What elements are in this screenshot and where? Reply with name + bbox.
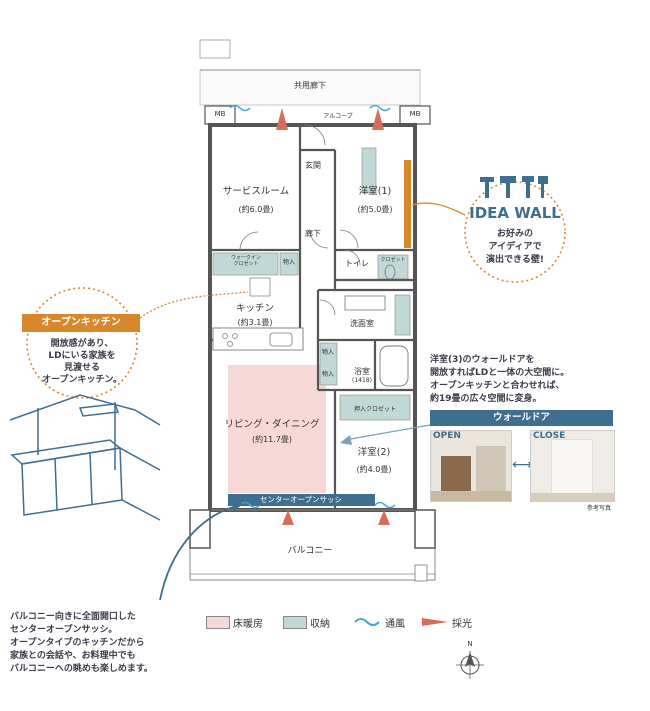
balcony-label: バルコニー xyxy=(287,546,333,556)
balcony-note-line-3: オープンタイプのキッチンだから xyxy=(10,638,145,648)
walldoor-close-label: CLOSE xyxy=(533,431,566,441)
walldoor-note-line-3: オープンキッチンと合わせれば、 xyxy=(430,381,565,391)
service-room-size: (約6.0畳) xyxy=(238,205,274,214)
oshiire-area xyxy=(339,394,411,421)
storage-area-2 xyxy=(319,342,338,386)
corridor-area xyxy=(199,69,421,106)
open-kitchen-line-4: オープンキッチン。 xyxy=(42,375,122,385)
bathtub xyxy=(379,345,409,387)
ventilation-icon xyxy=(229,104,396,509)
compass-icon xyxy=(456,651,484,679)
legend-light-icon xyxy=(422,618,448,626)
daylight-icon xyxy=(276,108,390,525)
open-kitchen-line-1: 開放感があり、 xyxy=(50,339,114,349)
walldoor-note-line-2: 開放すればLDと一体の大空間に。 xyxy=(430,368,570,378)
kitchen-label: キッチン xyxy=(235,303,275,314)
walldoor-open-label: OPEN xyxy=(433,431,461,441)
idea-wall-line-1: お好みの xyxy=(496,229,534,239)
walkin-closet-label: ウォークイン クロゼット xyxy=(230,255,262,267)
entrance-label: 玄関 xyxy=(305,161,321,170)
washroom-label: 洗面室 xyxy=(350,319,374,328)
linen-storage-area xyxy=(394,294,411,336)
western1-size: (約5.0畳) xyxy=(357,205,393,214)
western1-label: 洋室(1) xyxy=(358,186,392,197)
idea-wall-strip xyxy=(404,160,411,248)
walldoor-note-line-1: 洋室(3)のウォールドアを xyxy=(430,355,535,365)
kitchen-illustration xyxy=(9,394,161,521)
storage2-label: 物入 xyxy=(321,349,335,356)
legend-storage-swatch xyxy=(283,616,307,629)
legend-ventilation: 通風 xyxy=(385,619,405,630)
bath-size: (1418) xyxy=(352,377,372,384)
walldoor-title: ウォールドア xyxy=(430,410,613,426)
mb-right-label: MB xyxy=(409,110,421,118)
oshiire-label: 押入クロゼット xyxy=(353,406,397,413)
storage3-label: 物入 xyxy=(321,371,335,378)
mb-left-label: MB xyxy=(214,110,226,118)
idea-wall-title: IDEA WALL xyxy=(469,204,561,222)
legend-floor-heating-swatch xyxy=(206,616,230,629)
compass-north-label: N xyxy=(467,640,473,648)
walldoor-note-line-4: 約19畳の広々空間に変身。 xyxy=(430,394,542,404)
legend-floor-heating: 床暖房 xyxy=(233,619,263,630)
balcony-note-line-4: 家族との会話や、お料理中でも xyxy=(10,651,136,661)
storage-label: 物入 xyxy=(282,259,296,266)
ldk-label: リビング・ダイニング xyxy=(224,419,320,430)
walldoor-open-photo xyxy=(430,430,512,502)
ref-photo-label: 参考写真 xyxy=(587,505,612,512)
idea-wall-line-3: 演出できる壁! xyxy=(486,255,544,265)
center-sash-label: センターオープンサッシ xyxy=(259,495,343,504)
hallway-label: 廊下 xyxy=(305,229,321,238)
toilet-label: トイレ xyxy=(345,259,369,268)
walldoor-close-photo xyxy=(530,430,615,502)
legend-daylight: 採光 xyxy=(452,619,472,630)
idea-wall-line-2: アイディアで xyxy=(488,242,542,252)
center-sash-bar xyxy=(228,494,375,506)
swap-arrow-icon: ⟷ xyxy=(512,457,533,473)
tools-icon xyxy=(480,176,548,198)
closet-label: クロゼット xyxy=(380,257,406,263)
balcony-note-line-2: センターオープンサッシ。 xyxy=(10,625,118,635)
toilet-bowl xyxy=(384,264,396,280)
legend-storage: 収納 xyxy=(310,619,330,630)
balcony-area xyxy=(189,509,436,581)
floor-heating-area xyxy=(228,365,326,493)
wash-basin xyxy=(344,295,386,311)
shoe-storage-area xyxy=(361,147,377,194)
ldk-size: (約11.7畳) xyxy=(251,435,293,444)
balcony-note-line-1: バルコニー向きに全面開口した xyxy=(10,612,136,622)
western2-size: (約4.0畳) xyxy=(356,465,392,474)
open-kitchen-title: オープンキッチン xyxy=(22,314,140,332)
western2-label: 洋室(2) xyxy=(357,447,391,458)
corridor-label: 共用廊下 xyxy=(294,81,326,90)
kitchen-counter xyxy=(212,327,304,351)
kitchen-sink xyxy=(269,332,293,347)
open-kitchen-line-3: 見渡せる xyxy=(63,363,101,373)
storage-area-1 xyxy=(279,252,299,276)
walkin-closet-area xyxy=(212,252,279,276)
kitchen-size: (約3.1畳) xyxy=(237,318,273,327)
balcony-note-line-5: バルコニーへの眺めも楽しめます。 xyxy=(10,664,153,674)
open-kitchen-circle xyxy=(26,287,138,399)
bath-label: 浴室 xyxy=(354,367,370,376)
open-kitchen-line-2: LDにいる家族を xyxy=(48,351,116,361)
service-room-label: サービスルーム xyxy=(222,186,290,197)
alcove-label: アルコーブ xyxy=(323,113,353,120)
legend-wave-icon xyxy=(354,618,380,626)
